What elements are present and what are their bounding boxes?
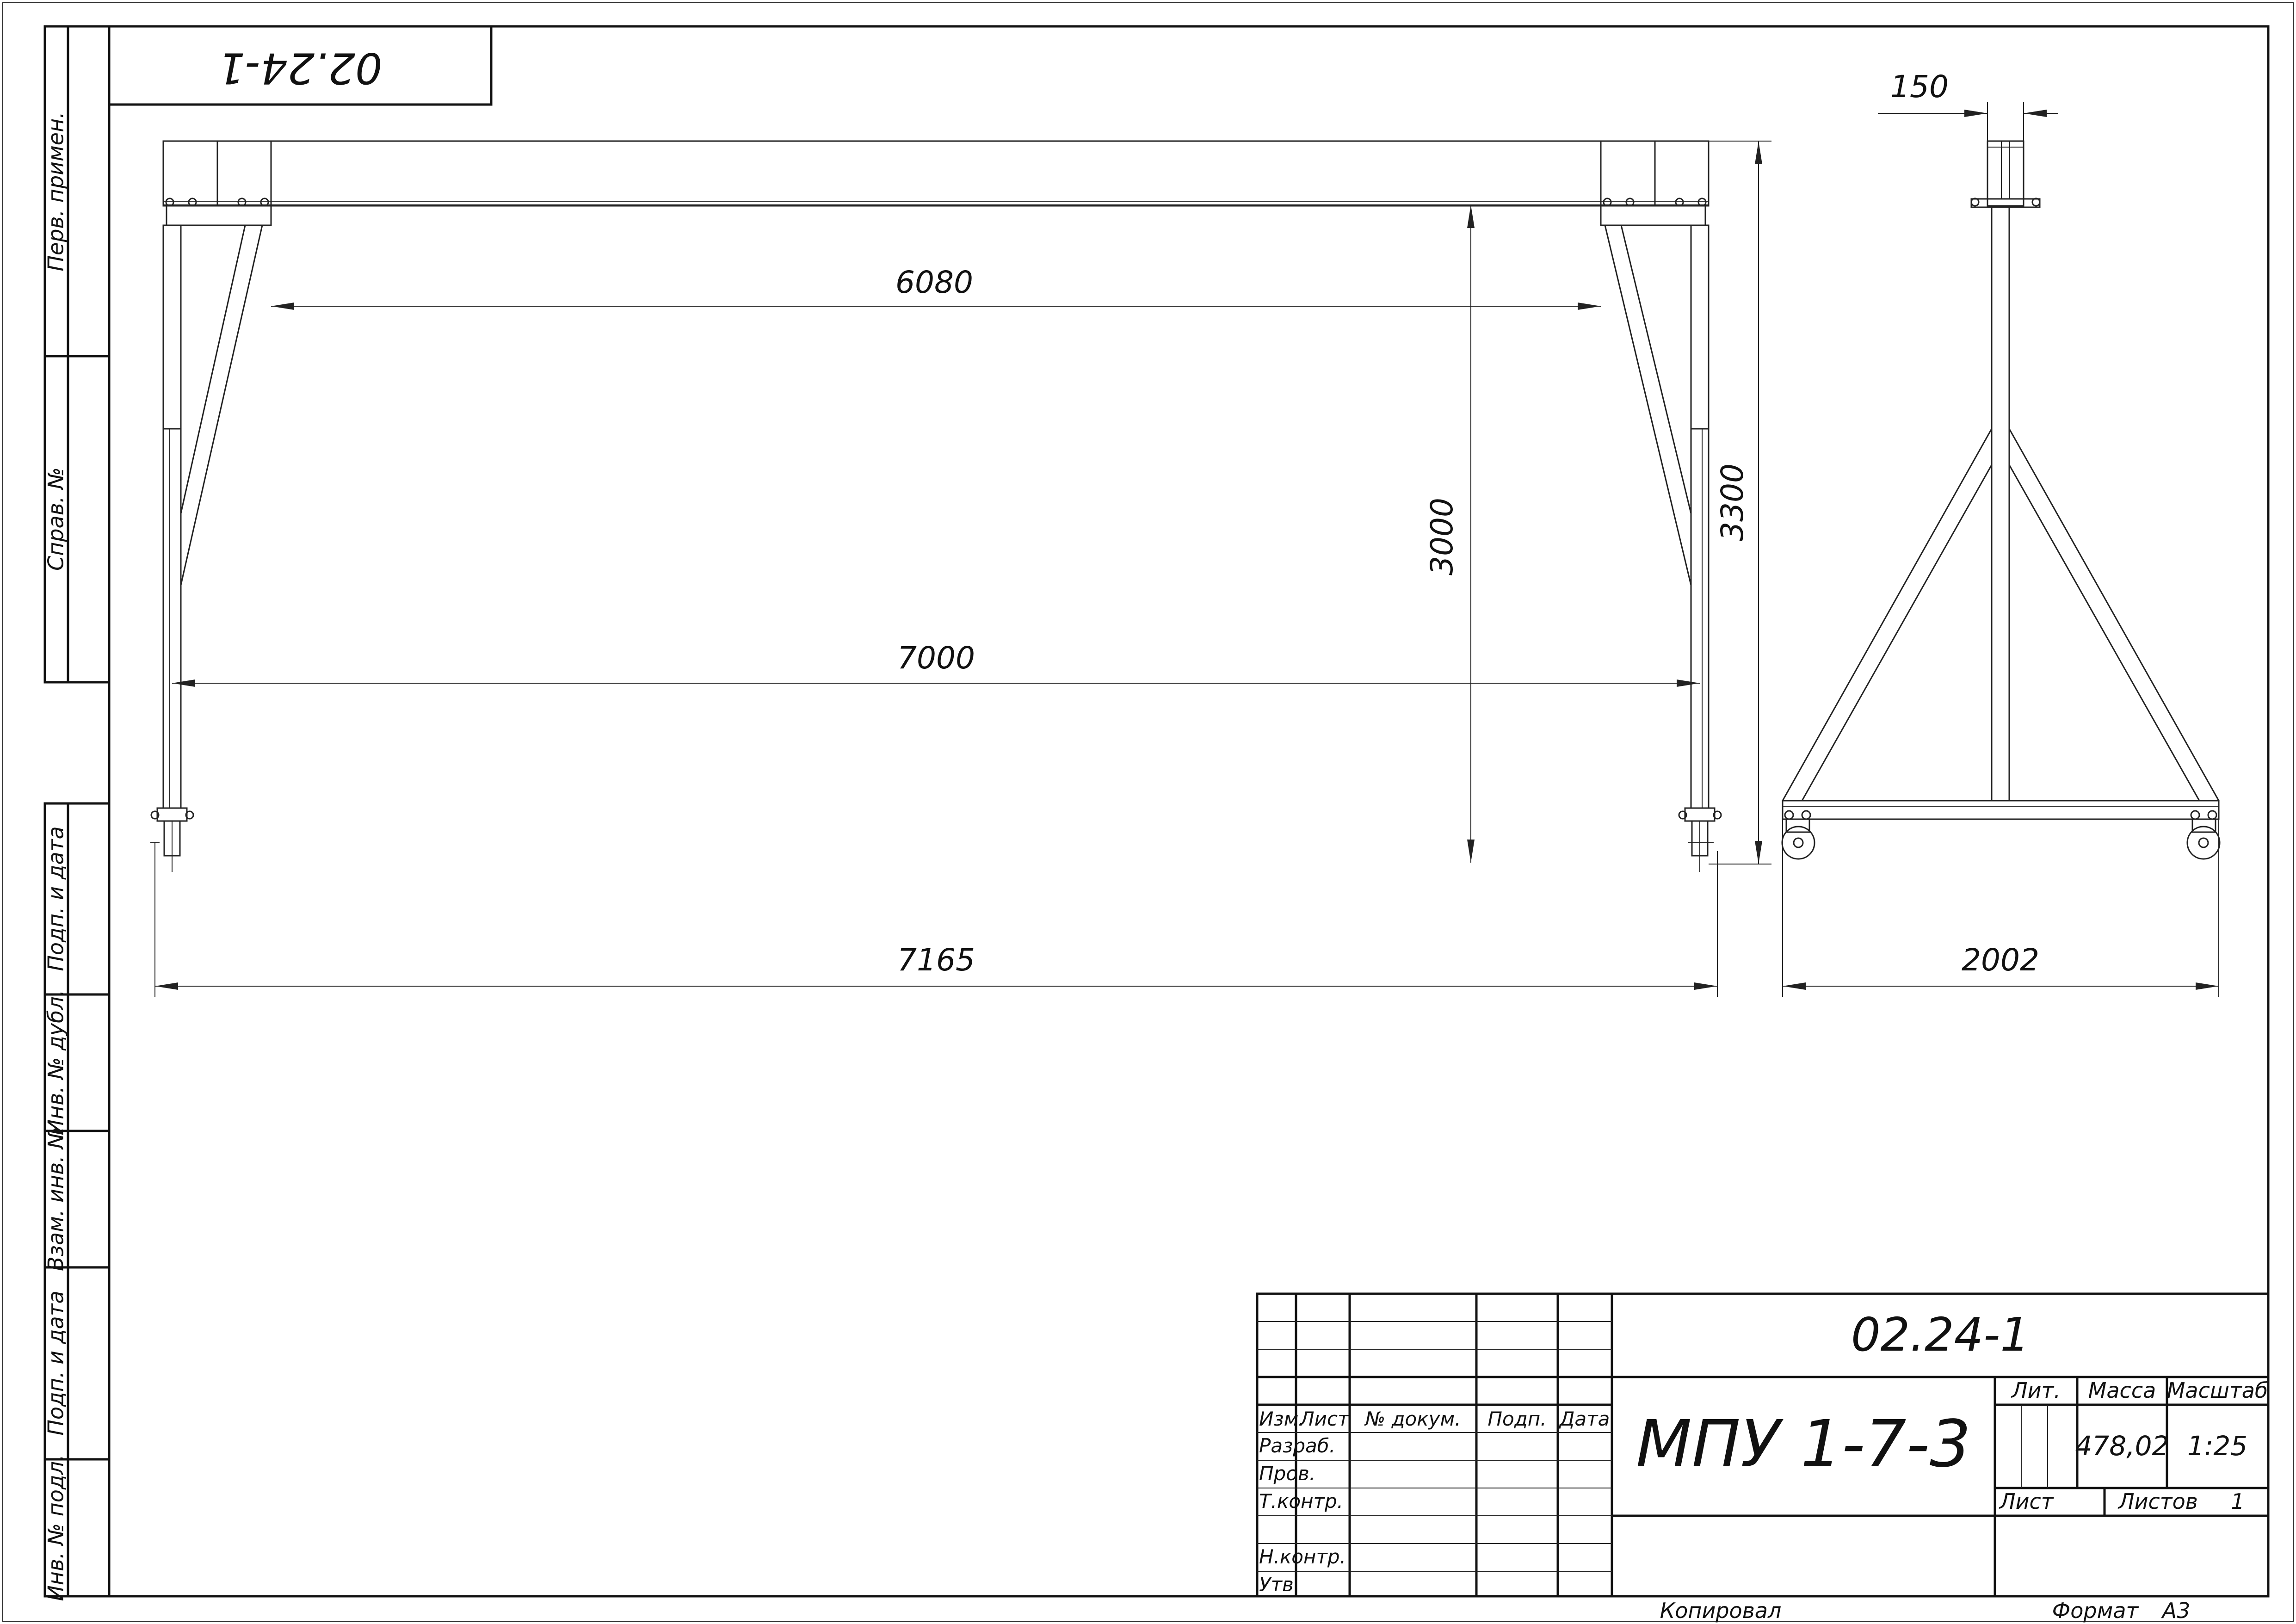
- side-view-frame: [1781, 140, 2221, 860]
- column-right-upper: [1690, 224, 1710, 430]
- dimension-span: 7000: [897, 640, 975, 676]
- side-stamp-label: Справ. №: [43, 467, 68, 571]
- dimension-beam-width: 150: [1890, 69, 1949, 105]
- side-stamp-label: Взам. инв. №: [43, 1127, 68, 1271]
- tb-header-izm: Изм.: [1259, 1408, 1305, 1430]
- side-view-dimensions: 150 2002: [1782, 69, 2219, 997]
- rotated-code-text: 02.24-1: [218, 43, 382, 93]
- dimension-beam-inner: 6080: [895, 265, 973, 300]
- column-right-lower: [1690, 428, 1710, 809]
- beam-section: [1987, 140, 2024, 207]
- tb-header-date: Дата: [1559, 1408, 1610, 1430]
- dimension-base-width: 2002: [1962, 942, 2039, 978]
- side-column: [1991, 206, 2010, 802]
- dimension-height-clear: 3000: [1424, 498, 1460, 575]
- front-view-dimensions: 6080 7000 7165 3000 3300: [154, 141, 1771, 997]
- title-block: Изм. Лист № докум. Подп. Дата Разраб. Пр…: [1256, 1292, 2270, 1623]
- tb-document-code: 02.24-1: [1851, 1308, 2030, 1362]
- side-stamp-label: Инв. № дубл.: [43, 990, 68, 1136]
- wheel-right: [2186, 810, 2221, 860]
- tb-format-value: А3: [2161, 1598, 2191, 1623]
- front-view-gantry: [150, 140, 1722, 872]
- tb-role: Т.контр.: [1259, 1490, 1343, 1513]
- tb-scale-value: 1:25: [2187, 1430, 2247, 1462]
- tb-role: Разраб.: [1259, 1434, 1335, 1457]
- tb-role: Н.контр.: [1259, 1545, 1346, 1568]
- tb-role: Пров.: [1259, 1462, 1315, 1485]
- side-base-beam: [1782, 800, 2220, 820]
- tb-sheets-value: 1: [2231, 1489, 2244, 1514]
- tb-header-sign: Подп.: [1487, 1408, 1546, 1430]
- tb-sheets-label: Листов: [2117, 1489, 2198, 1514]
- side-stamp-column: Перв. примен. Справ. № Подп. и дата Инв.…: [43, 25, 111, 1601]
- foot-right: [1684, 807, 1716, 822]
- tb-role: Утв.: [1259, 1573, 1300, 1596]
- tb-header-list: Лист: [1299, 1408, 1350, 1430]
- tb-mass-value: 478,02: [2075, 1430, 2169, 1462]
- side-stamp-label: Перв. примен.: [43, 111, 68, 271]
- rotated-code-stamp: 02.24-1: [108, 25, 493, 106]
- side-stamp-label: Подп. и дата: [43, 826, 68, 971]
- dimension-height-total: 3300: [1715, 463, 1750, 541]
- tb-format-label: Формат: [2052, 1598, 2139, 1623]
- tb-sheet-label: Лист: [1999, 1489, 2054, 1514]
- column-left-lower: [162, 428, 182, 809]
- dimension-overall: 7165: [897, 942, 975, 978]
- column-left-upper: [162, 224, 182, 430]
- wheel-left: [1781, 810, 1815, 860]
- foot-left: [156, 807, 188, 822]
- top-beam: [162, 140, 1710, 207]
- tb-copied-label: Копировал: [1660, 1598, 1782, 1623]
- tb-header-doc-no: № докум.: [1364, 1408, 1461, 1430]
- tb-mass-label: Масса: [2088, 1378, 2156, 1403]
- side-stamp-label: Подп. и дата: [43, 1291, 68, 1435]
- tb-scale-label: Масштаб: [2167, 1378, 2268, 1403]
- side-stamp-label: Инв. № подл.: [43, 1454, 68, 1601]
- tb-product-name: МПУ 1-7-3: [1636, 1407, 1971, 1482]
- tb-lit-label: Лит.: [2011, 1378, 2061, 1403]
